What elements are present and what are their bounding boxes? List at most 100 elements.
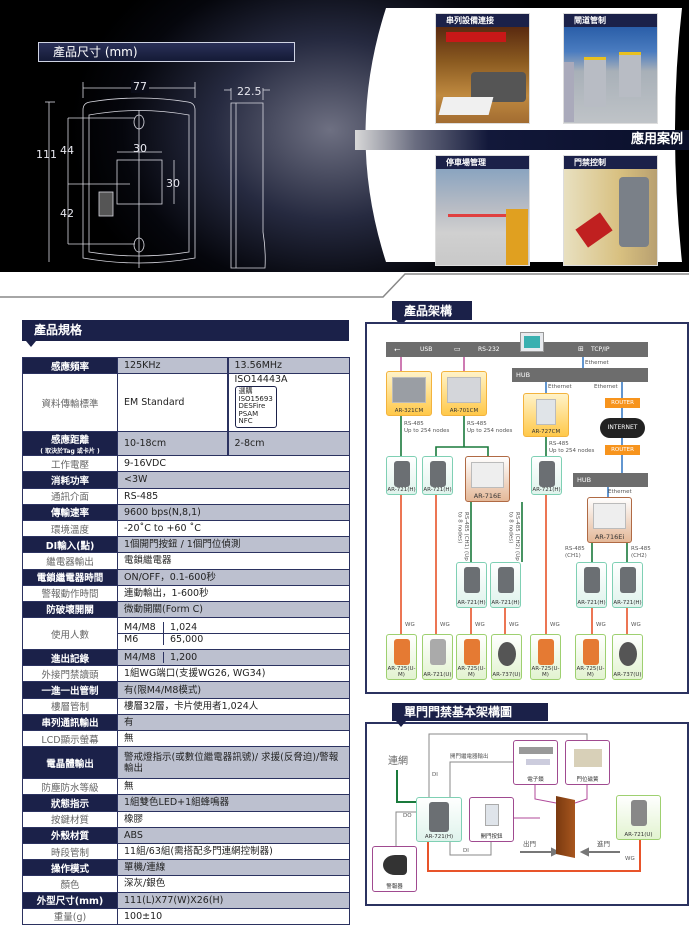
spec-label-text: 防塵防水等級 [41, 782, 99, 794]
spec-label: 繼電器輸出 [22, 552, 118, 570]
spec-value-text: 65,000 [170, 634, 204, 646]
spec-label-text: 樓層管制 [50, 702, 89, 714]
spec-value: -20˚C to +60 ˚C [117, 519, 350, 538]
dim-upper: 44 [60, 144, 74, 157]
wg-label: WG [440, 622, 450, 628]
dim-inner-width: 30 [133, 142, 147, 155]
device-ar716e: AR-716E [465, 456, 510, 502]
exit-button: 開門按鈕 [469, 797, 514, 842]
spec-label-text: 進出記錄 [50, 653, 89, 665]
reader-ar721h: AR-721(H) [416, 797, 462, 842]
spec-label: 串列通訊輸出 [22, 713, 118, 732]
rs485-ch1-label: RS-485 (CH1) [565, 546, 585, 559]
spec-model: M6 [119, 634, 164, 646]
spec-label: 樓層管制 [22, 697, 118, 715]
wg-label: WG [596, 622, 606, 628]
spec-row: DI輸入(點) 1個開門按鈕 / 1個門位偵測 [22, 536, 350, 554]
spec-row: 時段管制 11組/63組(需搭配多門連網控制器) [22, 842, 350, 861]
spec-value-text: 1,200 [170, 652, 198, 664]
device-ar725um: AR-725(U-M) [575, 634, 606, 680]
case-serial-device: 串列設備連接 [435, 13, 530, 124]
spec-label-text: LCD顯示螢幕 [41, 734, 99, 746]
spec-value-text: ISO14443A [234, 374, 288, 386]
spec-label-text: 顏色 [60, 879, 80, 891]
spec-label-text: 外接門禁讀頭 [41, 669, 99, 681]
enter-label: 進門 [597, 840, 610, 848]
wg-label: WG [631, 622, 641, 628]
spec-value: 單機/連線 [117, 859, 350, 877]
spec-value: 1個開門按鈕 / 1個門位偵測 [117, 536, 350, 554]
spec-value-text: 2-8cm [234, 438, 265, 450]
spec-label-text: 外型尺寸(mm) [36, 896, 104, 908]
spec-value: 有 [117, 713, 350, 732]
dim-height: 111 [36, 148, 57, 161]
dim-inner-height: 30 [166, 177, 180, 190]
spec-row: 樓層管制樓層32層，卡片使用者1,024人 [22, 697, 350, 715]
spec-row: 串列通訊輸出有 [22, 713, 350, 732]
hub: HUB [512, 368, 648, 382]
dimension-drawing [45, 82, 270, 269]
spec-value: 無 [117, 729, 350, 748]
di-label: DI [463, 848, 469, 854]
spec-label: 操作模式 [22, 859, 118, 877]
rs485-label: RS-485 Up to 254 nodes [404, 421, 450, 434]
hub: HUB [573, 473, 648, 487]
rs485-label: RS-485 Up to 254 nodes [467, 421, 513, 434]
optional-standard: 選購 [238, 387, 253, 396]
spec-label-text: 消耗功率 [50, 475, 89, 487]
spec-label-text: 資料傳輸標準 [41, 398, 99, 410]
device-ar701cm: AR-701CM [441, 371, 487, 416]
spec-label: 電鎖繼電器時間 [22, 568, 118, 586]
spec-value: 11組/63組(需搭配多門連網控制器) [117, 842, 350, 861]
spec-label: LCD顯示螢幕 [22, 729, 118, 748]
spec-value: 電鎖繼電器 [117, 552, 350, 570]
spec-label-text: 外殼材質 [50, 831, 89, 843]
device-ar721h: AR-721(H) [531, 456, 562, 495]
alarm-siren: 警報器 [372, 846, 417, 892]
spec-label-text: 時段管制 [50, 847, 89, 859]
case-label: 停車場管理 [436, 156, 529, 169]
applications-band: 應用案例 [355, 130, 689, 150]
spec-row: 按鍵材質橡膠 [22, 810, 350, 828]
spec-value: <3W [117, 471, 350, 489]
spec-model: M4/M8 [119, 622, 164, 634]
spec-label: 警報動作時間 [22, 584, 118, 602]
internet-cloud: INTERNET [600, 418, 645, 438]
spec-value-text: 1,024 [170, 622, 198, 634]
dim-depth: 22.5 [237, 85, 262, 98]
spec-label: 防塵防水等級 [22, 778, 118, 796]
spec-value: RS-485 [117, 487, 350, 505]
door-sensor: 門位磁簧 [565, 740, 610, 785]
device-ar725um: AR-725(U-M) [530, 634, 561, 680]
tcpip-label: TCP/IP [591, 346, 610, 353]
spec-row: 防破壞開關微動開關(Form C) [22, 600, 350, 619]
spec-row: 電晶體輸出警戒燈指示(或數位繼電器訊號)/ 求援(反脅迫)/警報輸出 [22, 746, 350, 780]
spec-label-text: 使用人數 [50, 629, 89, 641]
spec-label-text: 工作電壓 [50, 459, 89, 471]
spec-value: 1組WG端口(支援WG26, WG34) [117, 665, 350, 683]
spec-value-text: 13.56MHz [234, 360, 283, 372]
spec-label-text: 感應頻率 [50, 361, 89, 373]
spec-label: 時段管制 [22, 842, 118, 861]
ethernet-label: Ethernet [608, 489, 632, 495]
optional-standard: PSAM [238, 409, 259, 418]
optional-standard: ISO15693 [238, 394, 273, 403]
device-ar721h: AR-721(H) [422, 456, 453, 495]
spec-label: 傳輸速率 [22, 503, 118, 521]
exit-label: 出門 [523, 840, 536, 848]
spec-row: 消耗功率 <3W [22, 471, 350, 489]
spec-label-text: DI輸入(點) [45, 540, 95, 552]
case-label: 串列設備連接 [436, 14, 529, 27]
case-access-control: 門禁控制 [563, 155, 658, 266]
rs485-ch1-label: RS-485 (CH1) (Up to 8 nodes) [456, 512, 470, 561]
spec-label-note: ( 取決於Tag 或卡片 ) [40, 448, 100, 456]
rs485-ch2-label: RS-485 (CH2) [631, 546, 651, 559]
device-ar727cm: AR-727CM [523, 393, 569, 437]
